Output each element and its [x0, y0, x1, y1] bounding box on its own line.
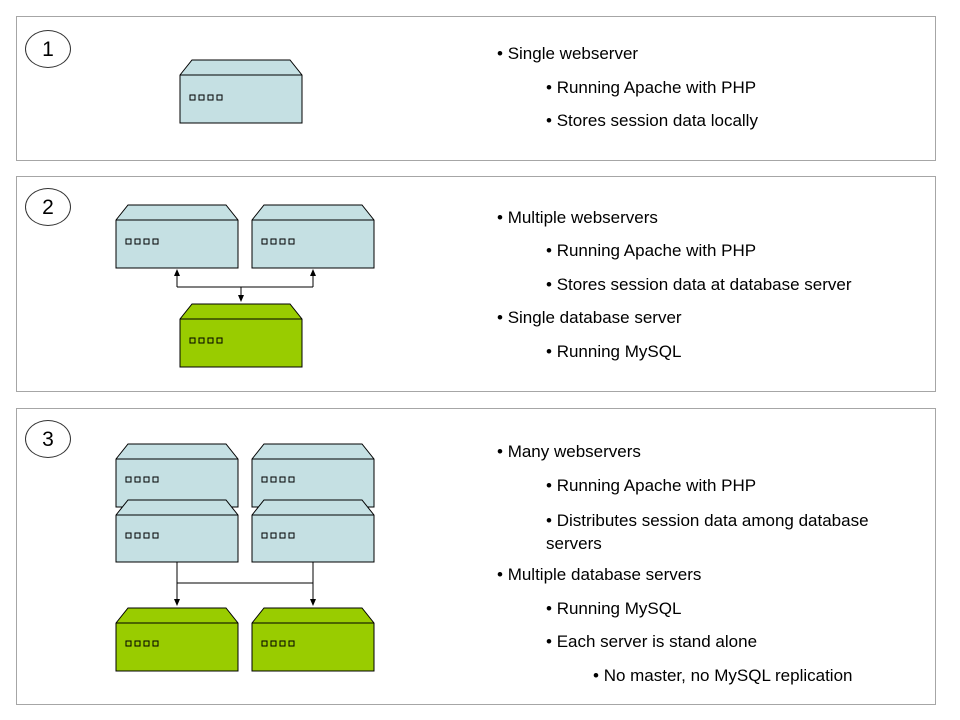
arrow-up-icon — [174, 269, 180, 276]
arrow-down-icon — [238, 295, 244, 302]
bullet-item: Stores session data at database server — [546, 275, 852, 295]
panel-2: 2 Multiple webservers Running Apache — [16, 176, 936, 392]
bullet-item: Distributes session data among database … — [546, 509, 918, 555]
architecture-diagram — [115, 443, 375, 672]
webserver-icon — [251, 499, 375, 563]
database-server-icon — [251, 607, 375, 672]
step-number-badge: 1 — [25, 30, 71, 68]
webserver-icon — [115, 499, 239, 563]
webserver-icon — [251, 443, 375, 508]
bullet-item: Running Apache with PHP — [546, 476, 756, 496]
webserver-icon — [115, 204, 239, 269]
bullet-item: Single database server — [497, 308, 682, 328]
bullet-item: Running Apache with PHP — [546, 78, 756, 98]
webserver-icon — [251, 204, 375, 269]
bullet-item: Stores session data locally — [546, 111, 758, 131]
bullet-item: Running MySQL — [546, 599, 682, 619]
bullet-item: Multiple webservers — [497, 208, 658, 228]
architecture-diagram — [115, 204, 375, 368]
bullet-item: Each server is stand alone — [546, 632, 757, 652]
bullet-item: Running Apache with PHP — [546, 241, 756, 261]
arrow-down-icon — [310, 599, 316, 606]
bullet-item: Multiple database servers — [497, 565, 702, 585]
database-server-icon — [115, 607, 239, 672]
arrow-down-icon — [174, 599, 180, 606]
database-server-icon — [179, 303, 303, 368]
step-number-badge: 3 — [25, 420, 71, 458]
bullet-item: Many webservers — [497, 442, 641, 462]
bullet-item: Running MySQL — [546, 342, 682, 362]
step-number-badge: 2 — [25, 188, 71, 226]
webserver-icon — [115, 443, 239, 508]
architecture-diagram — [179, 59, 303, 124]
arrow-up-icon — [310, 269, 316, 276]
connector-lines — [176, 562, 314, 599]
bullet-item: No master, no MySQL replication — [593, 666, 853, 686]
panel-1: 1 Single webserver Running Apache with P… — [16, 16, 936, 161]
bullet-item: Single webserver — [497, 44, 638, 64]
connector-lines — [176, 271, 314, 296]
webserver-icon — [179, 59, 303, 124]
panel-3: 3 — [16, 408, 936, 705]
